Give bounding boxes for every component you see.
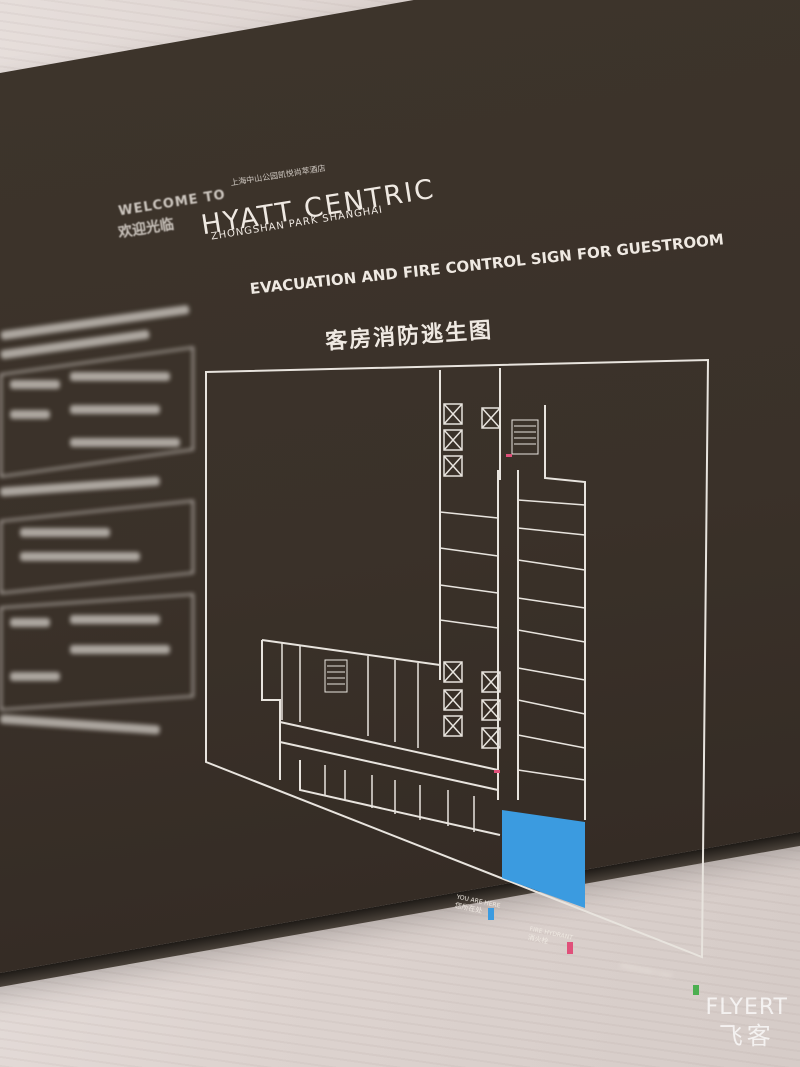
- instruction-line: [70, 645, 170, 654]
- instruction-line: [70, 615, 160, 624]
- instruction-line: [10, 380, 60, 389]
- map-frame: [205, 358, 710, 959]
- corridor-vertical: [497, 470, 519, 800]
- room-divider: [517, 597, 586, 609]
- flyert-watermark: FLYERT 飞客: [706, 995, 788, 1051]
- watermark-zh: 飞客: [718, 1022, 775, 1050]
- room-divider: [439, 619, 499, 629]
- room-divider: [517, 734, 586, 749]
- wall-line: [299, 760, 501, 836]
- fire-hydrant-swatch: [567, 942, 573, 954]
- instruction-line: [70, 438, 180, 447]
- instruction-line: [70, 405, 160, 414]
- instruction-line: [70, 372, 170, 381]
- wall-line: [261, 639, 441, 666]
- instruction-line: [20, 552, 140, 561]
- instruction-line: [20, 528, 110, 537]
- wall-line: [544, 405, 586, 820]
- elevator-shaft: [481, 407, 501, 429]
- room-divider: [517, 527, 586, 536]
- fire-hydrant-marker: [494, 770, 500, 773]
- room-divider: [439, 547, 499, 557]
- elevator-shaft: [481, 699, 501, 721]
- you-are-here-swatch: [488, 908, 494, 920]
- instruction-line: [10, 618, 50, 627]
- stairwell: [324, 659, 348, 693]
- elevator-shaft: [481, 671, 501, 693]
- elevator-shaft: [443, 429, 463, 451]
- elevator-shaft: [443, 715, 463, 737]
- you-are-here-room: [502, 810, 585, 908]
- elevator-shaft: [443, 455, 463, 477]
- elevator-shaft: [443, 403, 463, 425]
- exit-swatch: [693, 985, 699, 995]
- instruction-line: [10, 410, 50, 419]
- room-divider: [439, 511, 499, 519]
- room-divider: [517, 667, 586, 681]
- fire-hydrant-marker: [506, 454, 512, 457]
- instruction-line: [10, 672, 60, 681]
- watermark-en: FLYERT: [705, 995, 788, 1020]
- elevator-shaft: [481, 727, 501, 749]
- elevator-shaft: [443, 661, 463, 683]
- wall-line: [261, 640, 281, 780]
- room-divider: [517, 699, 586, 715]
- elevator-shaft: [443, 689, 463, 711]
- room-divider: [517, 559, 586, 571]
- stairwell: [511, 419, 539, 455]
- room-divider: [517, 769, 586, 781]
- room-divider: [439, 584, 499, 594]
- room-divider: [517, 499, 586, 506]
- room-divider: [517, 629, 586, 643]
- corridor-horizontal: [279, 721, 499, 791]
